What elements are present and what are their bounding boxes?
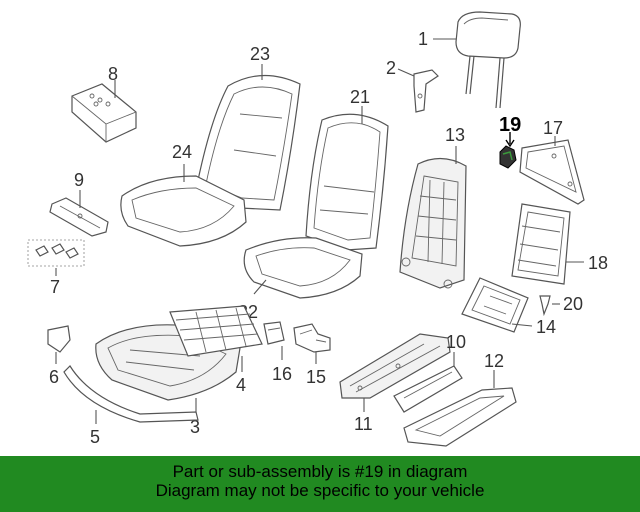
callout-12: 12 bbox=[484, 351, 504, 371]
part-bracket bbox=[49, 190, 109, 237]
callout-21: 21 bbox=[350, 87, 370, 107]
callout-6: 6 bbox=[49, 367, 59, 387]
info-banner: Part or sub-assembly is #19 in diagram D… bbox=[0, 456, 640, 512]
banner-line-2: Diagram may not be specific to your vehi… bbox=[155, 481, 485, 500]
part-side-shield bbox=[403, 370, 517, 447]
part-clips-set bbox=[27, 239, 85, 276]
part-headrest-guide bbox=[397, 68, 439, 113]
part-cushion-cover bbox=[120, 164, 247, 247]
callout-24: 24 bbox=[172, 142, 192, 162]
callout-4: 4 bbox=[236, 375, 246, 395]
part-connector-16 bbox=[263, 321, 285, 360]
part-lumbar-panel bbox=[461, 277, 533, 333]
part-side-trim bbox=[63, 365, 199, 424]
seat-parts-diagram: 1 2 8 23 24 21 22 bbox=[27, 11, 608, 447]
part-19-highlighted bbox=[499, 132, 517, 169]
part-clip bbox=[539, 295, 560, 317]
part-cap bbox=[47, 325, 71, 364]
callout-5: 5 bbox=[90, 427, 100, 447]
callout-23: 23 bbox=[250, 44, 270, 64]
callout-19: 19 bbox=[499, 114, 521, 136]
part-track-assembly bbox=[339, 333, 451, 412]
banner-line-1: Part or sub-assembly is #19 in diagram bbox=[172, 462, 468, 481]
part-side-bracket bbox=[393, 352, 463, 413]
callout-20: 20 bbox=[563, 294, 583, 314]
callout-11: 11 bbox=[354, 414, 373, 434]
callout-9: 9 bbox=[74, 170, 84, 190]
callout-15: 15 bbox=[306, 367, 326, 387]
part-switch bbox=[293, 323, 331, 364]
callout-14: 14 bbox=[536, 317, 556, 337]
part-back-panel bbox=[511, 203, 584, 285]
part-control-module bbox=[71, 80, 137, 143]
callout-1: 1 bbox=[418, 29, 428, 49]
callout-10: 10 bbox=[446, 332, 466, 352]
part-backrest-frame bbox=[399, 146, 467, 289]
callout-17: 17 bbox=[543, 118, 563, 138]
callout-13: 13 bbox=[445, 125, 465, 145]
callout-7: 7 bbox=[50, 277, 60, 297]
part-spring-mat bbox=[169, 305, 263, 372]
part-backrest-cover bbox=[195, 64, 301, 211]
part-backrest-pad bbox=[305, 106, 389, 251]
callout-8: 8 bbox=[108, 64, 118, 84]
callout-18: 18 bbox=[588, 253, 608, 273]
part-headrest bbox=[433, 11, 521, 109]
callout-3: 3 bbox=[190, 417, 200, 437]
callout-2: 2 bbox=[386, 58, 396, 78]
part-cushion-pad bbox=[243, 237, 363, 299]
part-top-trim-panel bbox=[519, 136, 585, 205]
callout-16: 16 bbox=[272, 364, 292, 384]
